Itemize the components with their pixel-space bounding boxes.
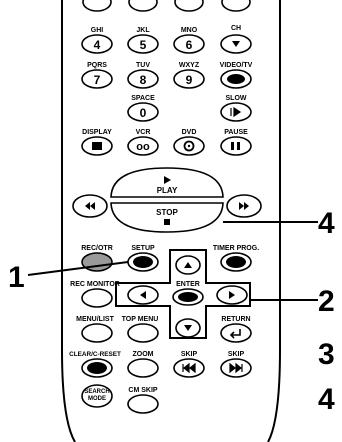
- video-tv-icon: [227, 74, 245, 84]
- key-cm-skip[interactable]: [127, 394, 159, 414]
- label-slow: SLOW: [226, 95, 247, 102]
- key-search-mode[interactable]: [81, 384, 113, 408]
- down-arrow-icon: [184, 325, 192, 331]
- disc-icon-center: [187, 144, 191, 148]
- ch-down-icon: [232, 41, 240, 47]
- label-jkl: JKL: [136, 27, 150, 34]
- label-rec-otr: REC/OTR: [81, 245, 113, 252]
- top-row: [82, 0, 251, 12]
- num-4: 4: [94, 38, 101, 52]
- pause-icon-bar: [237, 142, 240, 150]
- slow-icon: [230, 106, 242, 118]
- return-icon: [229, 329, 241, 339]
- label-search: SEARCH: [84, 389, 109, 395]
- fast-forward-icon: [239, 202, 249, 210]
- key-return[interactable]: [220, 323, 252, 343]
- label-space: SPACE: [131, 95, 155, 102]
- vcr-icon: oo: [136, 141, 150, 153]
- key-ch-up-top[interactable]: [221, 0, 251, 12]
- label-play: PLAY: [157, 186, 178, 195]
- key-4[interactable]: [81, 34, 113, 54]
- rewind-icon: [85, 202, 95, 210]
- num-9: 9: [186, 73, 193, 87]
- label-ch: CH: [231, 25, 241, 32]
- label-menu-list: MENU/LIST: [76, 316, 114, 323]
- label-stop: STOP: [156, 208, 178, 217]
- label-return: RETURN: [221, 316, 250, 323]
- callout-3-enter: 3: [318, 338, 335, 371]
- skip-forward-icon: [229, 362, 243, 374]
- callout-line-setup: [27, 261, 129, 276]
- label-skip-forward: SKIP: [228, 351, 245, 358]
- display-icon: [92, 142, 102, 150]
- num-5: 5: [140, 38, 147, 52]
- label-skip-back: SKIP: [181, 351, 198, 358]
- label-vcr: VCR: [136, 129, 151, 136]
- label-top-menu: TOP MENU: [122, 316, 159, 323]
- label-video-tv: VIDEO/TV: [220, 62, 253, 69]
- num-6: 6: [186, 38, 193, 52]
- key-5[interactable]: [127, 34, 159, 54]
- num-7: 7: [94, 73, 101, 87]
- key-vcr[interactable]: [127, 136, 159, 156]
- key-2-top[interactable]: [128, 0, 158, 12]
- remote-right-edge: [267, 0, 281, 442]
- timer-prog-icon: [226, 256, 246, 268]
- key-8[interactable]: [127, 69, 159, 89]
- label-ghi: GHI: [91, 27, 104, 34]
- pause-icon: [231, 142, 234, 150]
- label-zoom: ZOOM: [133, 351, 154, 358]
- key-stop[interactable]: [110, 202, 224, 233]
- label-tuv: TUV: [136, 62, 150, 69]
- callout-4-return: 4: [318, 383, 335, 416]
- key-top-menu[interactable]: [127, 323, 159, 343]
- label-pqrs: PQRS: [87, 62, 107, 69]
- disc-icon: [183, 140, 195, 152]
- num-0: 0: [140, 106, 147, 120]
- cursor-pad-frame: [115, 249, 251, 339]
- key-menu-list[interactable]: [81, 323, 113, 343]
- remote-left-edge: [61, 0, 76, 442]
- label-rec-monitor: REC MONITOR: [70, 281, 120, 288]
- label-setup: SETUP: [131, 245, 155, 252]
- right-arrow-icon: [229, 291, 235, 299]
- key-3-top[interactable]: [174, 0, 204, 12]
- clear-icon: [87, 362, 107, 374]
- label-timer-prog: TIMER PROG.: [213, 245, 259, 252]
- label-pause: PAUSE: [224, 129, 248, 136]
- label-mno: MNO: [181, 27, 198, 34]
- num-8: 8: [140, 73, 147, 87]
- label-cm-skip: CM SKIP: [128, 387, 158, 394]
- key-pause[interactable]: [220, 136, 252, 156]
- label-dvd: DVD: [182, 129, 197, 136]
- label-enter: ENTER: [176, 281, 200, 288]
- stop-icon: [164, 219, 170, 225]
- label-wxyz: WXYZ: [179, 62, 200, 69]
- key-1-top[interactable]: [82, 0, 112, 12]
- callout-1-setup: 1: [8, 261, 25, 294]
- key-6[interactable]: [173, 34, 205, 54]
- callout-4-stop: 4: [318, 207, 335, 240]
- skip-back-icon: [182, 362, 196, 374]
- key-7[interactable]: [81, 69, 113, 89]
- key-play[interactable]: [110, 167, 224, 198]
- setup-icon: [133, 256, 153, 268]
- left-arrow-icon: [140, 291, 146, 299]
- key-zoom[interactable]: [127, 358, 159, 378]
- key-9[interactable]: [173, 69, 205, 89]
- enter-icon: [178, 292, 198, 302]
- up-arrow-icon: [184, 262, 192, 268]
- callout-2-arrows: 2: [318, 285, 335, 318]
- label-display: DISPLAY: [82, 129, 112, 136]
- play-icon: [164, 176, 171, 184]
- key-rec-monitor[interactable]: [81, 288, 113, 308]
- key-0[interactable]: [127, 102, 159, 122]
- label-mode: MODE: [88, 396, 106, 402]
- label-clear-c-reset: CLEAR/C-RESET: [69, 351, 121, 358]
